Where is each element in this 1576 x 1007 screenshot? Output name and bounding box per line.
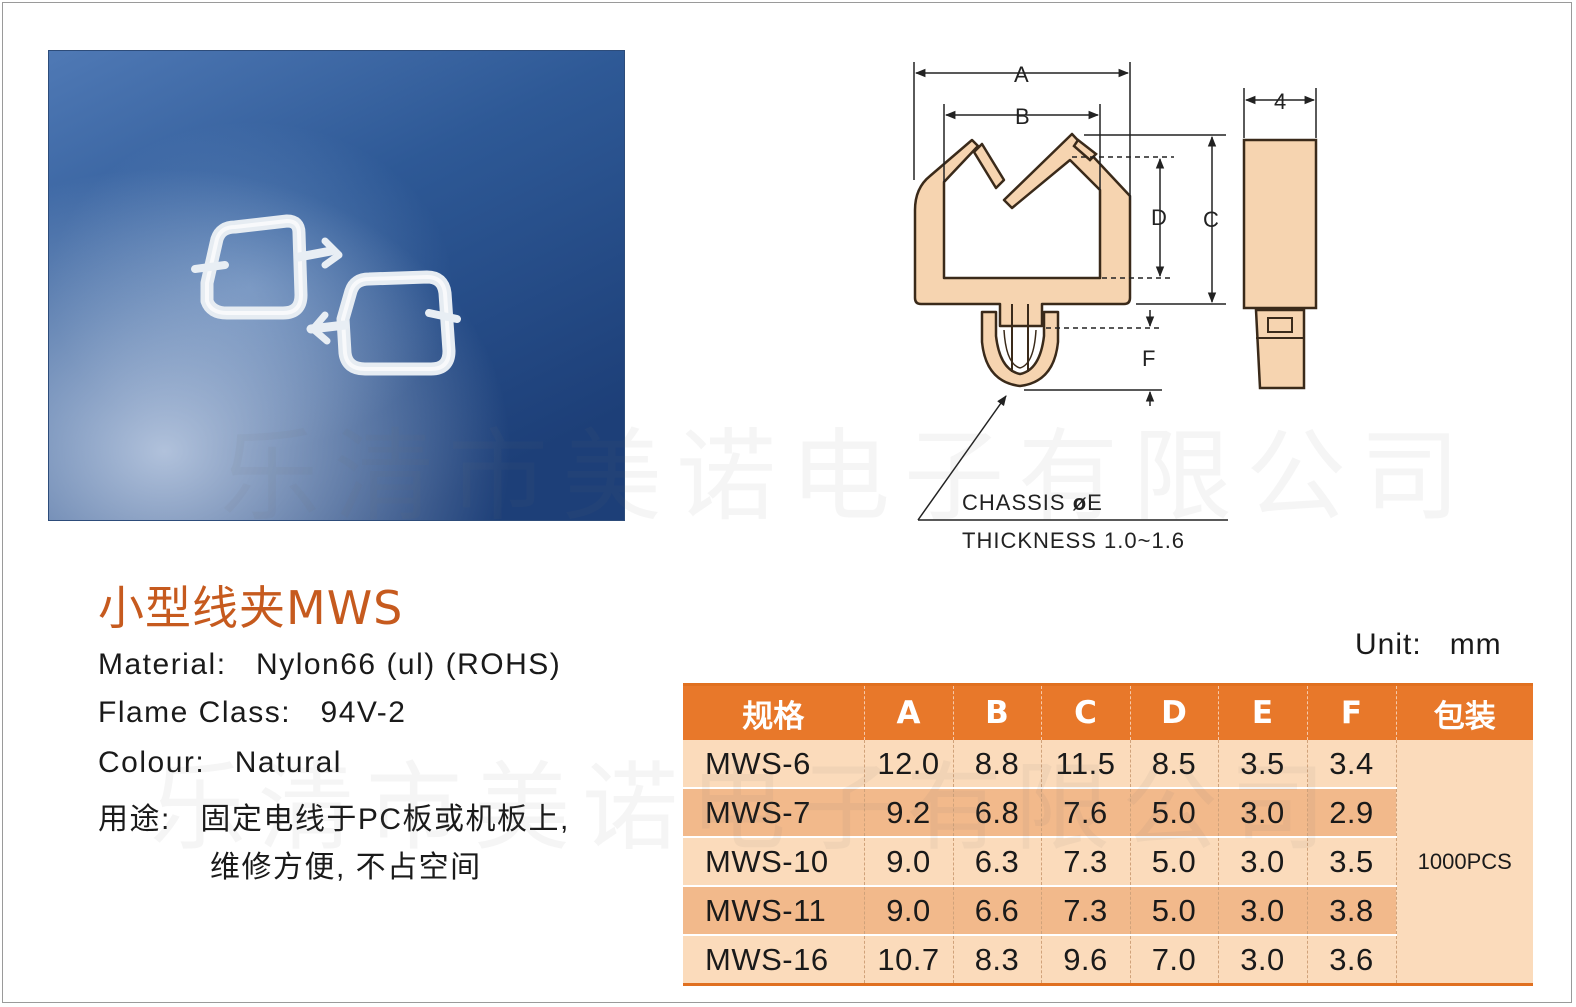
header-f: F bbox=[1307, 684, 1397, 740]
flame-class-line: Flame Class: 94V-2 bbox=[98, 696, 407, 729]
cell-c: 7.3 bbox=[1041, 886, 1131, 936]
usage-line-2: 维修方便, 不占空间 bbox=[210, 851, 482, 884]
cell-d: 8.5 bbox=[1130, 740, 1219, 789]
dim-label-c: C bbox=[1203, 207, 1219, 232]
header-e: E bbox=[1218, 684, 1308, 740]
table-header-row: 规格 A B C D E F 包装 bbox=[683, 684, 1533, 740]
colour-line: Colour: Natural bbox=[98, 746, 342, 779]
product-photo bbox=[48, 50, 625, 521]
cell-d: 5.0 bbox=[1130, 788, 1219, 838]
table-row: MWS-16 10.7 8.3 9.6 7.0 3.0 3.6 bbox=[683, 935, 1533, 986]
cell-f: 2.9 bbox=[1307, 788, 1397, 838]
cell-a: 9.2 bbox=[864, 788, 954, 838]
clip-photo-2 bbox=[306, 270, 461, 376]
cell-d: 5.0 bbox=[1130, 837, 1219, 887]
header-d: D bbox=[1130, 684, 1219, 740]
cell-package: 1000PCS bbox=[1396, 740, 1533, 986]
cell-e: 3.0 bbox=[1218, 935, 1308, 986]
spec-table: 规格 A B C D E F 包装 MWS-6 12.0 8.8 11.5 8.… bbox=[683, 683, 1533, 986]
material-line: Material: Nylon66 (ul) (ROHS) bbox=[98, 648, 562, 681]
cell-f: 3.8 bbox=[1307, 886, 1397, 936]
dim-label-f: F bbox=[1142, 346, 1155, 371]
cell-c: 7.6 bbox=[1041, 788, 1131, 838]
cell-model: MWS-11 bbox=[683, 886, 865, 936]
header-package: 包装 bbox=[1396, 684, 1533, 740]
cell-a: 9.0 bbox=[864, 886, 954, 936]
cell-d: 7.0 bbox=[1130, 935, 1219, 986]
cell-model: MWS-7 bbox=[683, 788, 865, 838]
cell-d: 5.0 bbox=[1130, 886, 1219, 936]
cell-c: 7.3 bbox=[1041, 837, 1131, 887]
cell-b: 8.8 bbox=[953, 740, 1042, 789]
header-b: B bbox=[953, 684, 1042, 740]
table-row: MWS-10 9.0 6.3 7.3 5.0 3.0 3.5 bbox=[683, 837, 1533, 887]
header-a: A bbox=[864, 684, 954, 740]
chassis-label: CHASSIS øE bbox=[962, 490, 1103, 515]
dim-label-b: B bbox=[1015, 104, 1030, 129]
technical-drawing: A B C D F 4 CHASSIS øE THICKNESS 1.0~1.6 bbox=[913, 62, 1318, 553]
dim-label-d: D bbox=[1151, 205, 1167, 230]
cell-c: 11.5 bbox=[1041, 740, 1131, 789]
cell-e: 3.5 bbox=[1218, 740, 1308, 789]
clip-side-view bbox=[1242, 138, 1318, 390]
cell-e: 3.0 bbox=[1218, 837, 1308, 887]
dim-label-width: 4 bbox=[1274, 89, 1286, 114]
cell-model: MWS-10 bbox=[683, 837, 865, 887]
dimension-lines bbox=[913, 62, 1317, 521]
cell-b: 6.6 bbox=[953, 886, 1042, 936]
cell-b: 6.3 bbox=[953, 837, 1042, 887]
dim-label-a: A bbox=[1014, 62, 1029, 87]
cell-a: 12.0 bbox=[864, 740, 954, 789]
table-row: MWS-7 9.2 6.8 7.6 5.0 3.0 2.9 bbox=[683, 788, 1533, 838]
cell-b: 6.8 bbox=[953, 788, 1042, 838]
table-row: MWS-11 9.0 6.6 7.3 5.0 3.0 3.8 bbox=[683, 886, 1533, 936]
usage-line: 用途: 固定电线于PC板或机板上, bbox=[98, 803, 570, 836]
cell-model: MWS-16 bbox=[683, 935, 865, 986]
cell-c: 9.6 bbox=[1041, 935, 1131, 986]
cell-model: MWS-6 bbox=[683, 740, 865, 789]
header-c: C bbox=[1041, 684, 1131, 740]
header-model: 规格 bbox=[683, 684, 865, 740]
thickness-label: THICKNESS 1.0~1.6 bbox=[962, 528, 1185, 553]
cell-a: 9.0 bbox=[864, 837, 954, 887]
cell-e: 3.0 bbox=[1218, 886, 1308, 936]
clip-photo-1 bbox=[191, 214, 343, 320]
cell-e: 3.0 bbox=[1218, 788, 1308, 838]
cell-a: 10.7 bbox=[864, 935, 954, 986]
clip-front-view bbox=[913, 132, 1132, 388]
cell-b: 8.3 bbox=[953, 935, 1042, 986]
unit-label: Unit: mm bbox=[1355, 628, 1502, 661]
table-row: MWS-6 12.0 8.8 11.5 8.5 3.5 3.4 1000PCS bbox=[683, 740, 1533, 986]
product-title: 小型线夹MWS bbox=[98, 581, 404, 635]
cell-f: 3.6 bbox=[1307, 935, 1397, 986]
cell-f: 3.4 bbox=[1307, 740, 1397, 789]
cell-f: 3.5 bbox=[1307, 837, 1397, 887]
